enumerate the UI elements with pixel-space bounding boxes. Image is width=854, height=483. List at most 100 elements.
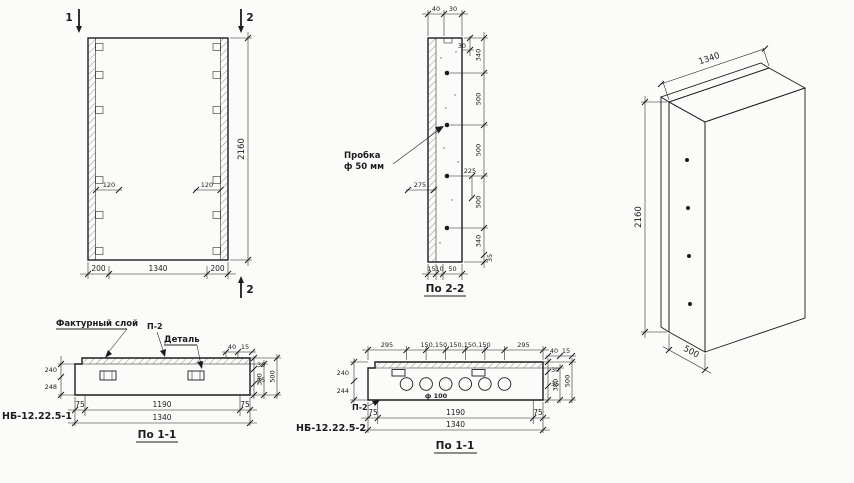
facing-layer-edge	[435, 38, 453, 262]
plug-dots	[444, 70, 450, 231]
dim-b-1340: 1340	[152, 413, 171, 422]
left-rib-hatch	[88, 38, 96, 260]
cut-arrow-1	[76, 26, 82, 33]
axo-dim-depth: 500	[681, 344, 700, 361]
dim-b-15: 15	[427, 265, 435, 273]
callout-arrow	[435, 126, 444, 134]
dim-top-ticks	[364, 346, 547, 354]
detail-label: Деталь	[164, 335, 200, 345]
dim-top-lines	[362, 346, 549, 360]
p2-label: П-2	[352, 403, 368, 412]
plug-callout-line2: ф 50 мм	[344, 162, 384, 172]
section-2-2-title: По 2-2	[426, 283, 465, 295]
facing-layer-hatch	[375, 362, 543, 368]
p2-label: П-2	[147, 322, 163, 331]
dim-b-75-right: 75	[240, 400, 250, 409]
dim-b-1340: 1340	[446, 420, 465, 429]
cut-arrow-2-bottom	[238, 276, 244, 283]
dim-bottom-lines	[422, 264, 468, 280]
section-1-1-title-2: По 1-1	[436, 440, 475, 452]
dim-35: 35	[486, 254, 494, 262]
dim-left-lines	[350, 358, 368, 403]
dim-left-240: 240	[337, 369, 349, 377]
section-1-1-title-1: По 1-1	[138, 429, 177, 441]
dim-bottom-lines	[80, 262, 236, 279]
axo-dim-length-ticks	[657, 45, 769, 88]
concrete-speckle	[439, 51, 459, 244]
section-mark-2-bottom: 2	[246, 284, 253, 296]
dim-rv-lines	[250, 354, 281, 399]
p2-arrow	[372, 400, 380, 406]
facing-layer-hatch	[428, 38, 436, 262]
dim-bottom-lines	[361, 400, 550, 433]
hole-circles	[399, 377, 512, 391]
dim-rv-ticks	[260, 354, 281, 399]
dim-height-ticks	[244, 34, 252, 264]
dim-225: 225	[464, 167, 476, 175]
axo-dim-length-lines	[660, 47, 770, 101]
facing-layer-leader	[106, 328, 128, 355]
dim-front-height: 2160	[237, 138, 247, 160]
dim-b-1190: 1190	[446, 408, 465, 417]
section-mark-2-top: 2	[246, 12, 253, 24]
dim-500-b: 500	[475, 144, 483, 156]
dim-chain-lines	[450, 32, 488, 268]
dim-top-15: 15	[562, 347, 570, 355]
detail-arrow	[197, 361, 203, 369]
axo-front-face	[704, 87, 806, 353]
dim-b-75-right: 75	[533, 408, 543, 417]
facing-layer-hatch	[82, 358, 250, 364]
axo-dim-height-ticks	[641, 98, 649, 336]
dim-top-40: 40	[432, 5, 440, 13]
hole-diameter-label: ф 100	[425, 392, 448, 400]
dim-225-ticks	[468, 172, 476, 202]
panel-edge-ribs	[95, 38, 221, 260]
callout-leader	[392, 128, 441, 165]
dim-left-ticks	[350, 358, 358, 404]
axo-dim-depth-lines	[662, 334, 712, 374]
dim-top-30: 30	[449, 5, 457, 13]
dim-500-a: 500	[475, 93, 483, 105]
dim-left-240: 240	[45, 366, 57, 374]
facing-layer-arrow	[105, 350, 112, 358]
dim-top-40: 40	[550, 347, 558, 355]
section-2-2-view: 40 30 30 340 500 500 500 340 35 275 225 …	[344, 5, 494, 297]
dim-340-bottom: 340	[475, 235, 483, 247]
product-mark-2: НБ-12.22.5-2	[296, 423, 366, 434]
dim-right-30: 30	[257, 361, 265, 369]
dim-right-30: 30	[458, 42, 466, 50]
dim-left-244: 244	[337, 387, 349, 395]
axo-facing-layer	[659, 62, 771, 333]
dim-right-ticks	[544, 352, 576, 404]
front-elevation-view: 1 2 2 2160 200 1340 200 120 120	[65, 9, 254, 298]
p2-arrow	[160, 349, 166, 357]
dim-length: 1340	[148, 264, 167, 273]
dim-rt-lines	[222, 351, 256, 358]
dim-top-ticks	[424, 10, 466, 18]
dim-b-75-left: 75	[75, 400, 85, 409]
dim-rt-ticks	[222, 348, 256, 356]
section-1-1-type2-view: ф 100 295 150,150,150,150,150 295 240 24…	[296, 341, 576, 454]
dim-275-ticks	[404, 186, 438, 194]
dim-right-500: 500	[269, 370, 277, 382]
axo-end-face	[668, 101, 706, 353]
dim-anchor-right: 120	[201, 181, 213, 189]
dim-top-lines	[422, 10, 468, 36]
dim-bottom-ticks	[71, 406, 254, 427]
axonometric-view: 1340 2160 500	[634, 45, 807, 374]
anchor-plate-ticks	[103, 371, 201, 380]
dim-right-35: 35	[551, 380, 559, 388]
dim-b-1190: 1190	[152, 400, 171, 409]
dim-top-15: 15	[241, 343, 249, 351]
section-outline	[367, 361, 544, 401]
dim-bottom-lines	[68, 395, 257, 426]
dim-b-10: 10	[435, 265, 443, 273]
dim-end-left: 200	[91, 264, 106, 273]
product-mark-1: НБ-12.22.5-1	[2, 411, 72, 422]
dim-right30-lines	[462, 36, 474, 56]
p2-leader	[156, 331, 165, 354]
section-mark-1: 1	[65, 12, 72, 24]
plug-callout-line1: Пробка	[344, 150, 381, 161]
panel-outline	[87, 37, 229, 261]
